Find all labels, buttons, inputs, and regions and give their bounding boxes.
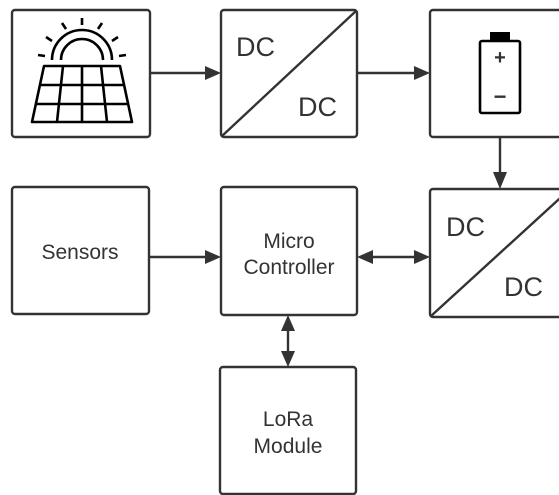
arrow-battery-to-dc-right — [493, 137, 507, 189]
lora-label-line2: Module — [254, 435, 323, 458]
microcontroller-label-line1: Micro — [263, 230, 314, 253]
lora-module-block: LoRa Module — [218, 365, 358, 495]
lora-label-line1: LoRa — [263, 408, 314, 431]
battery-icon — [478, 32, 522, 115]
microcontroller-label-line2: Controller — [243, 256, 334, 279]
battery-box — [428, 8, 559, 139]
dc-dc-converter-right: DC DC — [428, 187, 559, 319]
dc-dc-top-output-label: DC — [298, 92, 337, 122]
sensors-label: Sensors — [41, 241, 118, 264]
microcontroller-box — [219, 185, 359, 317]
solar-panel-block — [10, 8, 152, 139]
dc-dc-right-divider — [430, 197, 559, 317]
arrow-solar-to-dc-top — [150, 66, 221, 80]
battery-block: + − — [428, 8, 559, 139]
dc-dc-right-input-label: DC — [446, 212, 485, 242]
sensors-box — [10, 185, 151, 316]
arrow-microcontroller-lora-bidirectional — [281, 315, 295, 367]
battery-minus-sign: − — [494, 84, 507, 109]
microcontroller-block: Micro Controller — [219, 185, 359, 317]
dc-dc-converter-top: DC DC — [219, 8, 359, 139]
solar-panel-icon — [30, 18, 134, 124]
battery-plus-sign: + — [494, 47, 506, 69]
dc-dc-right-output-label: DC — [504, 272, 543, 302]
dc-dc-top-input-label: DC — [236, 32, 275, 62]
arrow-microcontroller-dc-right-bidirectional — [357, 250, 430, 264]
dc-dc-top-divider — [221, 10, 357, 137]
arrow-dc-top-to-battery — [357, 66, 430, 80]
sensors-block: Sensors — [10, 185, 151, 316]
arrow-sensors-to-microcontroller — [149, 250, 221, 264]
